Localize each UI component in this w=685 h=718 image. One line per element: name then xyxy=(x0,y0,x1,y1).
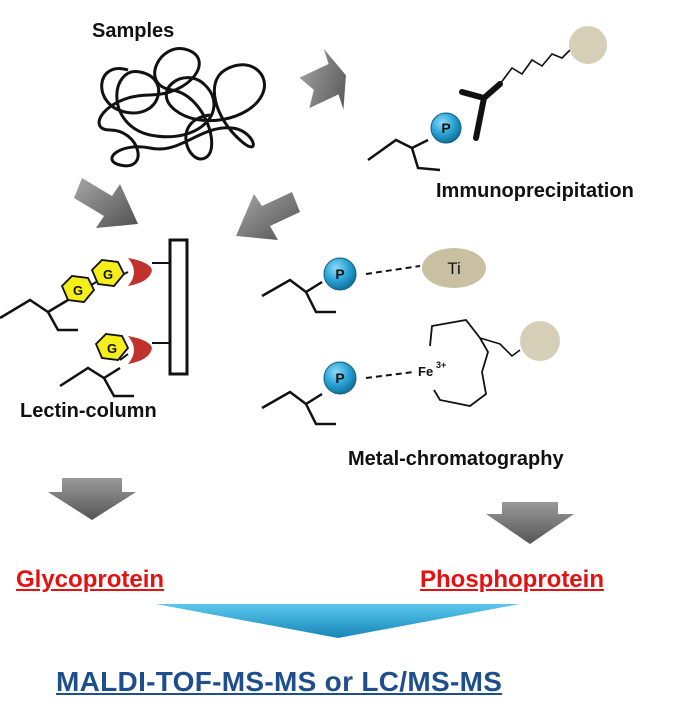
lectin-icon xyxy=(128,258,152,286)
bead-icon xyxy=(520,321,560,361)
glycan-symbol: G xyxy=(107,341,117,356)
glycan-hexagon xyxy=(94,333,130,361)
lectin-column-label: Lectin-column xyxy=(20,400,157,422)
phosphoprotein-label: Phosphoprotein xyxy=(420,566,604,593)
sample-tangle-icon xyxy=(97,47,266,168)
immunoprecipitation-illustration: P xyxy=(367,26,607,172)
samples-label: Samples xyxy=(92,20,175,42)
bead-icon xyxy=(569,26,607,64)
arrow-down-right xyxy=(486,502,574,544)
glycoprotein-label: Glycoprotein xyxy=(16,566,165,593)
titanium-bead xyxy=(422,248,486,288)
column-bar xyxy=(168,238,189,376)
titanium-affinity-illustration: P Ti xyxy=(261,248,486,314)
iron-charge: 3+ xyxy=(436,360,446,370)
arrow-samples-to-metal xyxy=(236,192,300,240)
iron-symbol: Fe xyxy=(418,364,433,379)
metal-chromatography-label: Metal-chromatography xyxy=(348,448,564,470)
immunoprecipitation-label: Immunoprecipitation xyxy=(436,180,634,202)
glycan-hexagon xyxy=(90,259,126,287)
ms-method-label: MALDI-TOF-MS-MS or LC/MS-MS xyxy=(56,666,503,697)
glycan-hexagon xyxy=(60,275,96,303)
phospho-symbol: P xyxy=(441,120,450,136)
titanium-symbol: Ti xyxy=(447,259,461,278)
glycan-symbol: G xyxy=(73,283,83,298)
iron-affinity-illustration: P Fe 3+ xyxy=(261,319,560,426)
phospho-symbol: P xyxy=(335,370,344,386)
phospho-symbol: P xyxy=(335,266,344,282)
converge-funnel xyxy=(156,604,520,638)
arrow-down-left xyxy=(48,478,136,520)
arrow-samples-to-lectin xyxy=(74,178,138,228)
lectin-icon xyxy=(128,336,152,364)
chelator-ligand xyxy=(429,319,489,407)
arrow-samples-to-immuno xyxy=(299,48,346,110)
glycan-symbol: G xyxy=(103,267,113,282)
lectin-column-illustration: G G G xyxy=(0,238,189,398)
